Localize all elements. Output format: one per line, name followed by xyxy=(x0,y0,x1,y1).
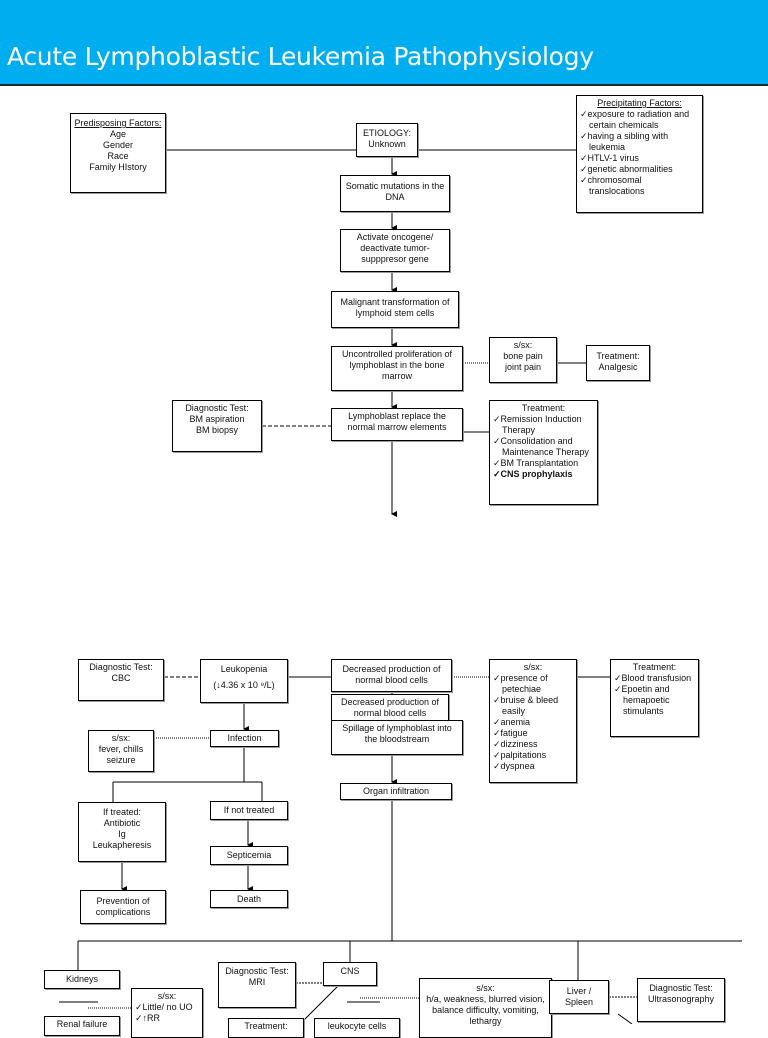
etiology-value: Unknown xyxy=(368,139,406,149)
renal-failure-box: Renal failure xyxy=(44,1016,120,1036)
etiology-heading: ETIOLOGY: xyxy=(362,128,411,138)
leukopenia-heading: Leukopenia xyxy=(220,664,268,674)
ssx-fever-box: s/sx: fever, chills seizure xyxy=(88,730,154,772)
if-treated-heading: If treated: xyxy=(102,807,142,817)
diagnostic-heading: Diagnostic Test: xyxy=(185,403,249,413)
list-item: fever, chills xyxy=(98,744,144,754)
lymphoblast-replace-box: Lymphoblast replace the normal marrow el… xyxy=(331,408,463,441)
treatment-value: Analgesic xyxy=(598,362,638,372)
treatment-cns-box: Treatment: xyxy=(228,1018,304,1038)
uncontrolled-proliferation-box: Uncontrolled proliferation of lymphoblas… xyxy=(331,346,463,391)
list-item: ↑RR xyxy=(135,1013,199,1024)
list-item: BM aspiration xyxy=(189,414,245,424)
leukopenia-box: Leukopenia (↓4.36 x 10 ⁹/L) xyxy=(200,659,288,703)
list-item: Little/ no UO xyxy=(135,1002,199,1013)
page-title: Acute Lymphoblastic Leukemia Pathophysio… xyxy=(7,42,594,71)
predisposing-factors-box: Predisposing Factors: Age Gender Race Fa… xyxy=(70,113,166,193)
spillage-box: Spillage of lymphoblast into the bloodst… xyxy=(331,720,463,755)
ssx-bone-box: s/sx: bone pain joint pain xyxy=(489,337,557,383)
list-item: Remission Induction Therapy xyxy=(493,414,594,436)
list-item: joint pain xyxy=(504,362,542,372)
ssx-heading: s/sx: xyxy=(157,991,177,1001)
treatment-list-box: Treatment: Remission Induction Therapy C… xyxy=(489,400,598,505)
diagnostic-cbc-box: Diagnostic Test: CBC xyxy=(78,659,164,701)
ssx-heading: s/sx: xyxy=(111,733,131,743)
list-item: having a sibling with leukemia xyxy=(580,131,699,153)
list-item: anemia xyxy=(493,717,573,728)
diagnostic-heading: Diagnostic Test: xyxy=(649,983,713,993)
treatment-heading: Treatment: xyxy=(596,351,640,361)
malignant-transformation-box: Malignant transformation of lymphoid ste… xyxy=(331,291,459,328)
ssx-kidney-box: s/sx: Little/ no UO ↑RR xyxy=(131,988,203,1038)
list-item: bone pain xyxy=(503,351,543,361)
list-item: exposure to radiation and certain chemic… xyxy=(580,109,699,131)
kidneys-box: Kidneys xyxy=(44,970,120,989)
list-item: Gender xyxy=(102,140,134,150)
precipitating-heading: Precipitating Factors: xyxy=(597,98,682,108)
ssx-cns-box: s/sx: h/a, weakness, blurred vision, bal… xyxy=(419,978,552,1038)
list-item: HTLV-1 virus xyxy=(580,153,699,164)
ssx-heading: s/sx: xyxy=(476,983,495,993)
list-item: bruise & bleed easily xyxy=(493,695,573,717)
diagnostic-value: Ultrasonography xyxy=(647,994,715,1004)
list-item: Leukapheresis xyxy=(92,840,152,850)
leukopenia-value: (↓4.36 x 10 ⁹/L) xyxy=(213,680,275,690)
treatment-heading: Treatment: xyxy=(632,662,677,672)
list-item: presence of petechiae xyxy=(493,673,573,695)
prevention-box: Prevention of complications xyxy=(80,890,166,924)
list-item: dyspnea xyxy=(493,761,573,772)
if-treated-box: If treated: Antibiotic Ig Leukapheresis xyxy=(78,802,166,862)
liver-spleen-box: Liver / Spleen xyxy=(549,980,609,1014)
list-item: Antibiotic xyxy=(103,818,141,828)
list-item: seizure xyxy=(106,755,136,765)
list-item: fatigue xyxy=(493,728,573,739)
precipitating-factors-box: Precipitating Factors: exposure to radia… xyxy=(576,95,703,213)
cns-box: CNS xyxy=(323,962,377,986)
ssx-heading: s/sx: xyxy=(513,340,533,350)
diagnostic-heading: Diagnostic Test: xyxy=(225,966,289,976)
predisposing-heading: Predisposing Factors: xyxy=(74,118,162,128)
diagnostic-value: MRI xyxy=(248,977,266,987)
ssx-heading: s/sx: xyxy=(523,662,543,672)
list-item: Blood transfusion xyxy=(614,673,695,684)
treatment-analgesic-box: Treatment: Analgesic xyxy=(586,345,650,381)
title-bar: Acute Lymphoblastic Leukemia Pathophysio… xyxy=(0,0,768,86)
list-item: BM Transplantation xyxy=(493,458,594,469)
activate-oncogene-box: Activate oncogene/ deactivate tumor-supp… xyxy=(340,229,450,272)
list-item: BM biopsy xyxy=(195,425,239,435)
infection-box: Infection xyxy=(210,730,279,747)
decreased-production-box: Decreased production of normal blood cel… xyxy=(331,659,452,692)
leukocyte-box: leukocyte cells xyxy=(314,1018,400,1038)
ssx-value: h/a, weakness, blurred vision, balance d… xyxy=(426,994,545,1026)
treatment-heading: Treatment: xyxy=(521,403,566,413)
if-not-treated-box: If not treated xyxy=(210,801,288,820)
list-item: dizziness xyxy=(493,739,573,750)
list-item: Age xyxy=(109,129,126,139)
list-item: Consolidation and Maintenance Therapy xyxy=(493,436,594,458)
diagnostic-ultrasonography-box: Diagnostic Test: Ultrasonography xyxy=(637,978,725,1022)
list-item: Ig xyxy=(118,829,126,839)
organ-infiltration-box: Organ infiltration xyxy=(340,783,452,800)
diagnostic-value: CBC xyxy=(111,673,131,683)
etiology-box: ETIOLOGY: Unknown xyxy=(356,123,418,157)
treatment-blood-box: Treatment: Blood transfusion Epoetin and… xyxy=(610,659,699,737)
somatic-mutations-box: Somatic mutations in the DNA xyxy=(340,175,450,212)
list-item: CNS prophylaxis xyxy=(493,469,594,480)
list-item: palpitations xyxy=(493,750,573,761)
diagnostic-mri-box: Diagnostic Test: MRI xyxy=(218,962,296,1008)
list-item: Epoetin and hemapoetic stimulants xyxy=(614,684,695,717)
septicemia-box: Septicemia xyxy=(210,846,288,865)
list-item: chromosomal translocations xyxy=(580,175,699,197)
list-item: Family HIstory xyxy=(89,162,147,172)
list-item: Race xyxy=(107,151,129,161)
diagnostic-bm-box: Diagnostic Test: BM aspiration BM biopsy xyxy=(172,400,262,452)
death-box: Death xyxy=(210,890,288,908)
diagnostic-heading: Diagnostic Test: xyxy=(89,662,153,672)
decreased-production-duplicate-box: Decreased production of normal blood cel… xyxy=(331,694,449,722)
ssx-blood-box: s/sx: presence of petechiae bruise & ble… xyxy=(489,659,577,783)
list-item: genetic abnormalities xyxy=(580,164,699,175)
